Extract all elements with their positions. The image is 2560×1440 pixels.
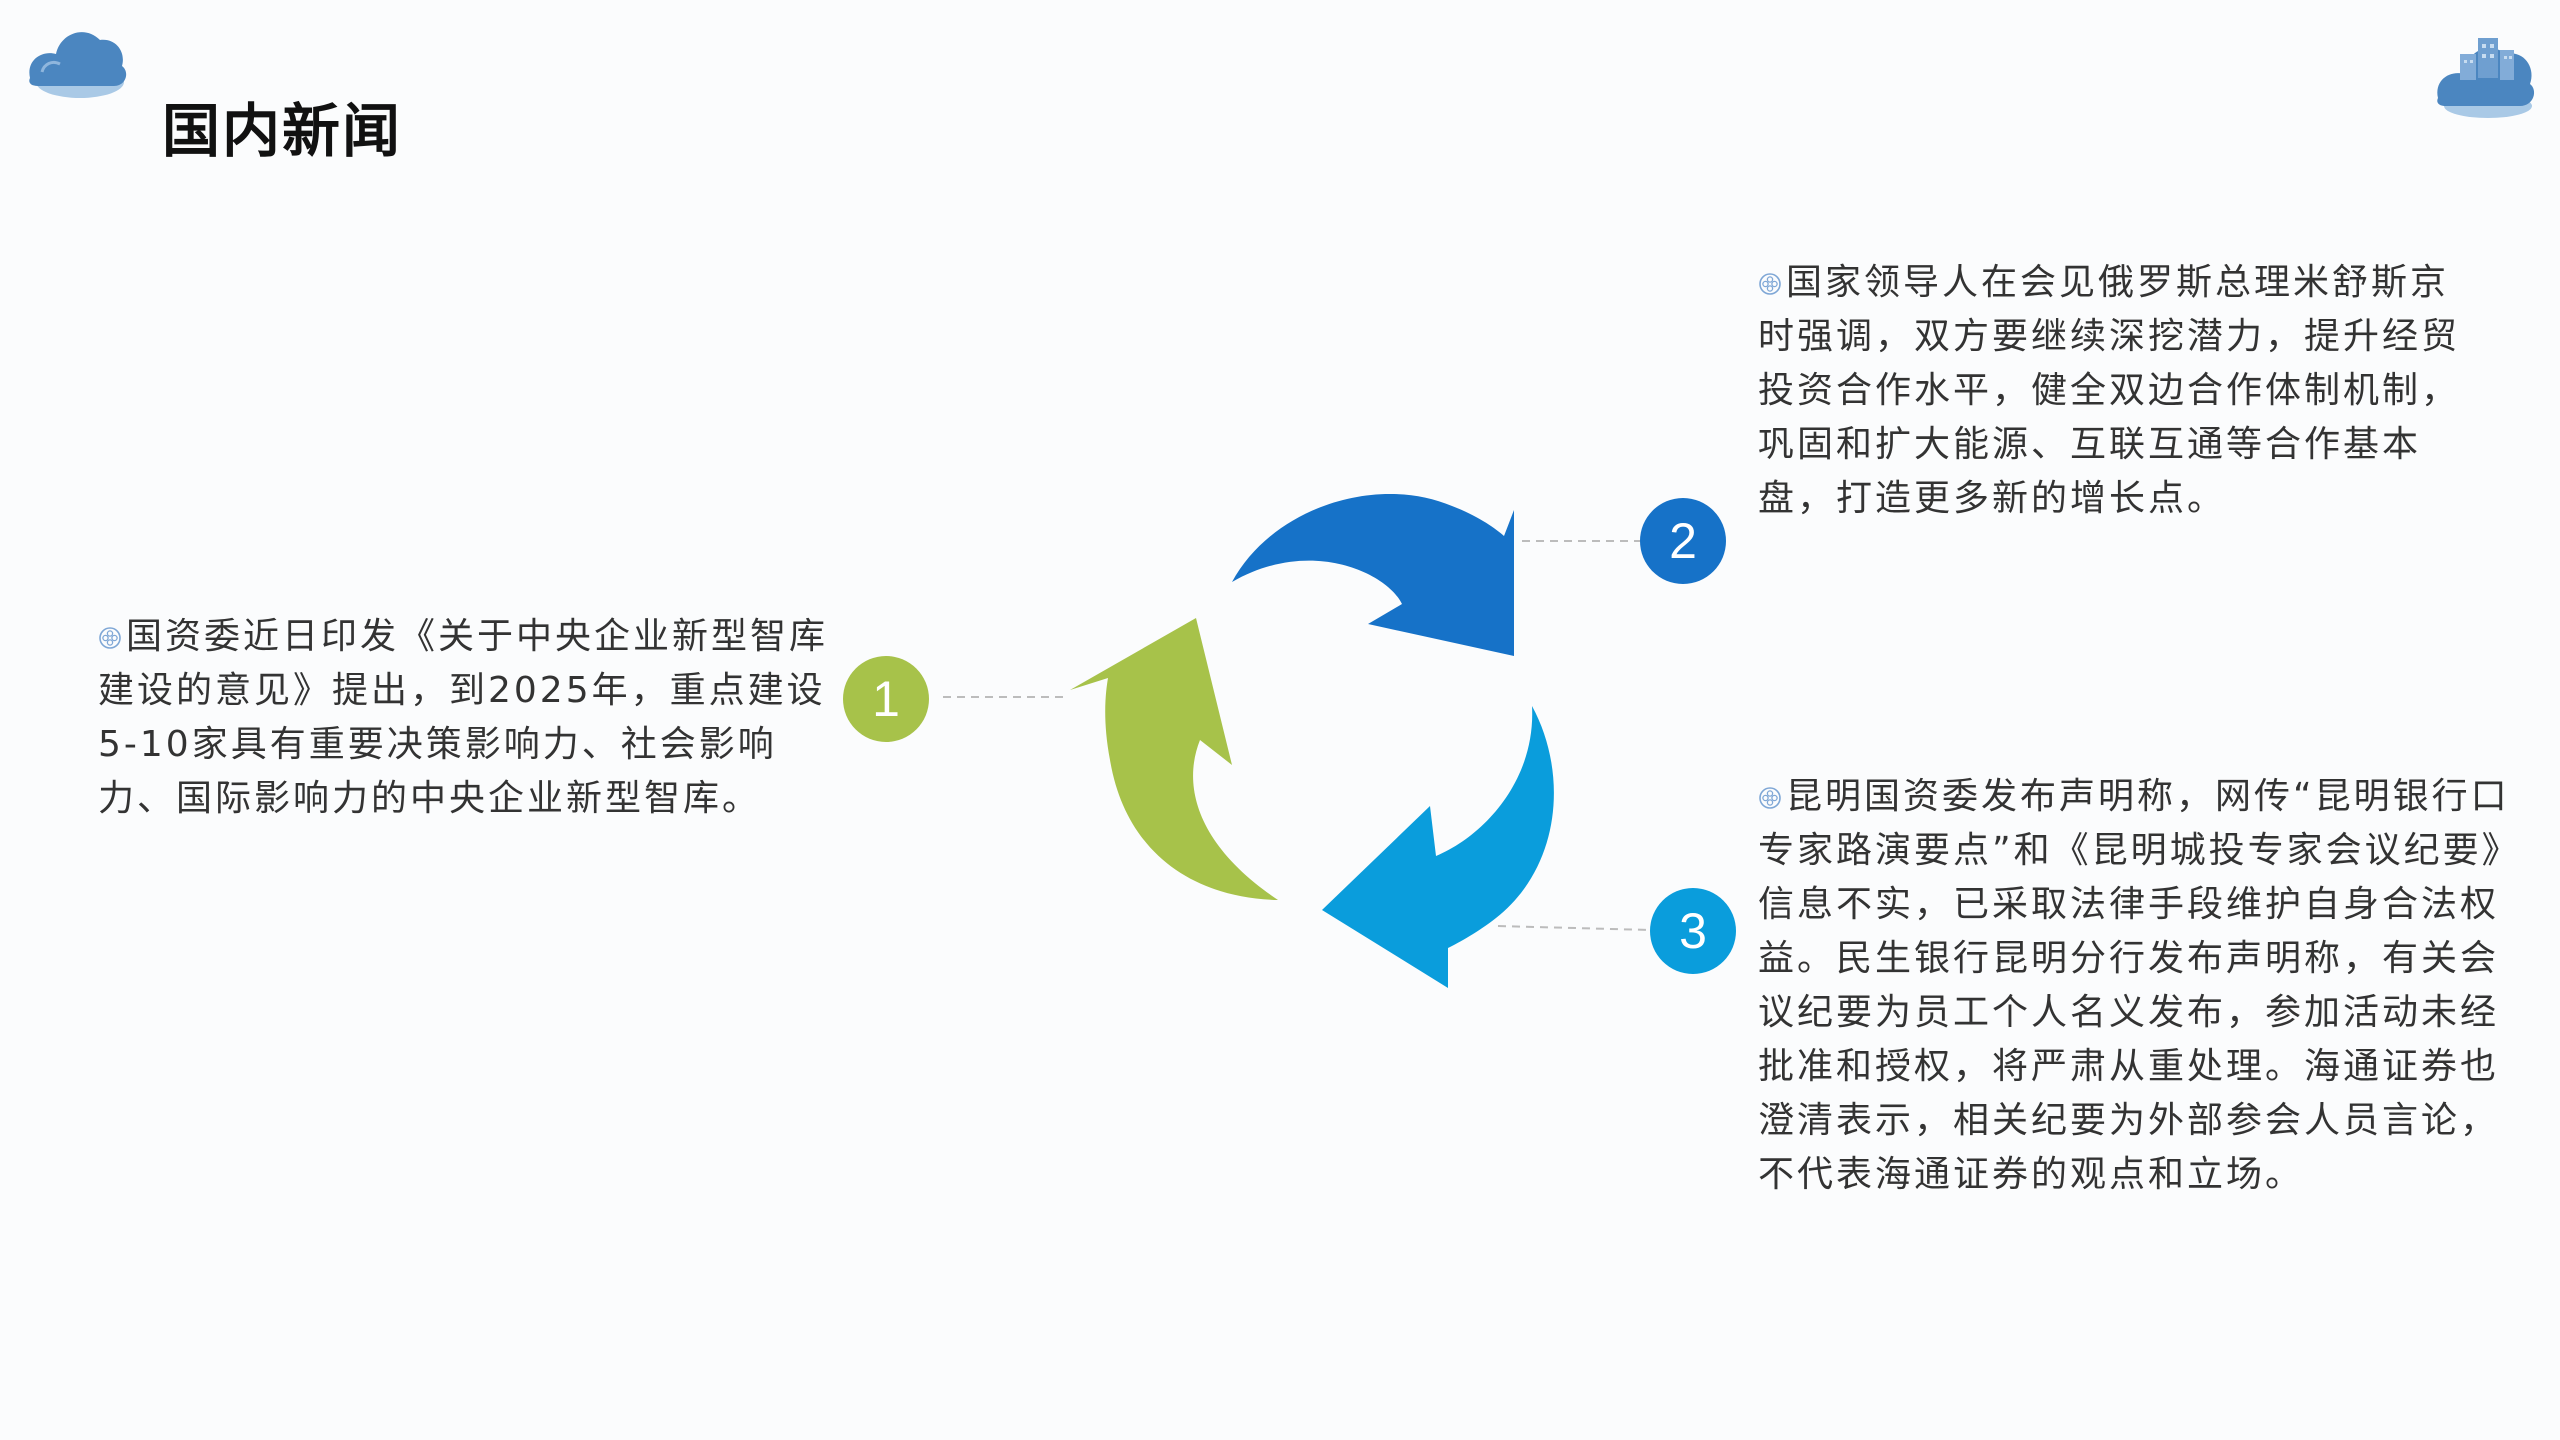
news-item-2: 国家领导人在会见俄罗斯总理米舒斯京时强调，双方要继续深挖潜力，提升经贸投资合作水… (1758, 256, 2478, 526)
news-item-3: 昆明国资委发布声明称，网传“昆明银行口专家路演要点”和《昆明城投专家会议纪要》信… (1758, 770, 2533, 1202)
cloud-icon (29, 32, 127, 98)
news-item-3-text: 昆明国资委发布声明称，网传“昆明银行口专家路演要点”和《昆明城投专家会议纪要》信… (1758, 776, 2521, 1195)
flower-bullet-icon (1759, 273, 1781, 295)
step-badge-3: 3 (1650, 888, 1736, 974)
news-item-2-text: 国家领导人在会见俄罗斯总理米舒斯京时强调，双方要继续深挖潜力，提升经贸投资合作水… (1758, 262, 2461, 519)
news-item-1-text: 国资委近日印发《关于中央企业新型智库建设的意见》提出，到2025年，重点建设5-… (98, 616, 829, 819)
page-title: 国内新闻 (162, 97, 403, 165)
cycle-arrow-blue (1232, 493, 1514, 656)
step-badge-1: 1 (843, 656, 929, 742)
cycle-arrow-green (1070, 618, 1278, 900)
step-badge-2: 2 (1640, 498, 1726, 584)
cycle-arrow-cyan (1322, 706, 1554, 988)
flower-bullet-icon (99, 627, 121, 649)
news-item-1: 国资委近日印发《关于中央企业新型智库建设的意见》提出，到2025年，重点建设5-… (98, 610, 828, 826)
flower-bullet-icon (1759, 787, 1781, 809)
connector-line-3 (1497, 925, 1651, 931)
cloud-building-icon (2437, 38, 2535, 118)
